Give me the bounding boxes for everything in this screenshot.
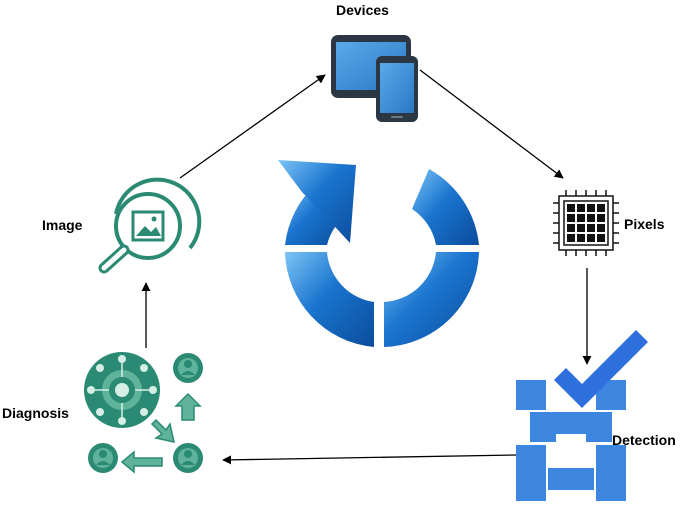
node-label-image: Image bbox=[42, 217, 83, 233]
devices-icon bbox=[331, 35, 418, 122]
edges bbox=[141, 69, 592, 465]
edge-image-to-devices bbox=[179, 74, 326, 179]
node-label-pixels: Pixels bbox=[624, 216, 665, 232]
pixel-grid-icon bbox=[553, 190, 619, 256]
image-search-icon bbox=[98, 177, 202, 274]
node-label-detection: Detection bbox=[612, 432, 676, 448]
node-label-diagnosis: Diagnosis bbox=[2, 405, 69, 421]
node-label-devices: Devices bbox=[336, 2, 389, 18]
edge-detection-to-diagnosis bbox=[222, 454, 517, 465]
edge-devices-to-pixels bbox=[419, 69, 564, 179]
diagnosis-network-icon bbox=[84, 352, 203, 474]
detection-check-icon bbox=[516, 330, 648, 501]
refresh-cycle-icon bbox=[278, 160, 479, 347]
